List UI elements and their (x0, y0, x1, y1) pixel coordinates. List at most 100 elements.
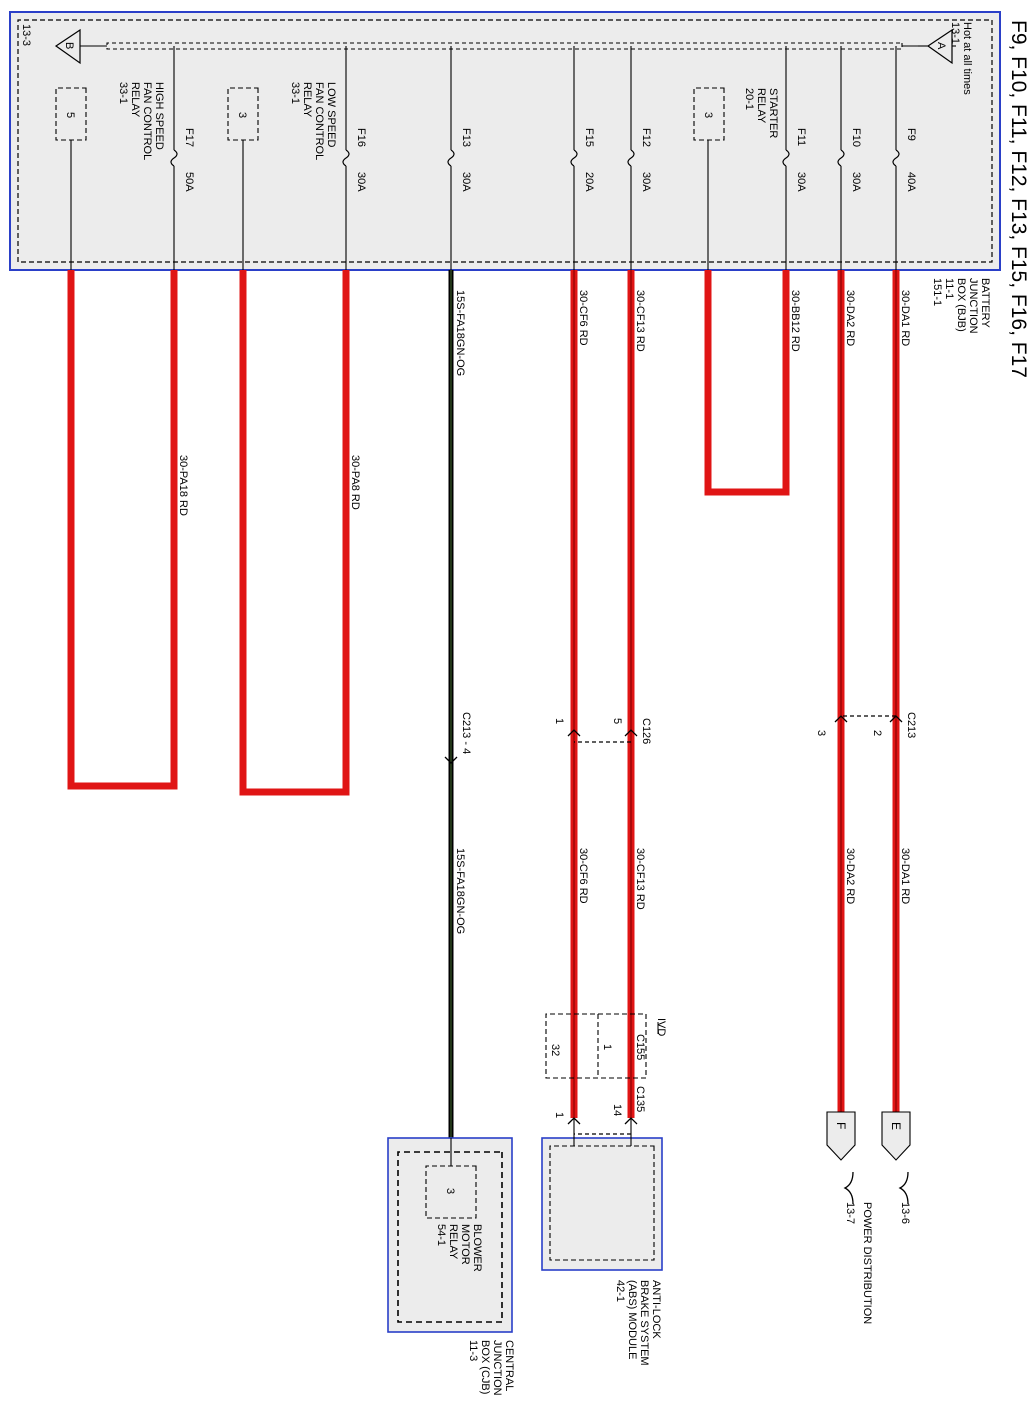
svg-text:CENTRAL: CENTRAL (503, 1340, 515, 1391)
diagram-title: F9, F10, F11, F12, F13, F15, F16, F17 (1007, 20, 1030, 378)
svg-text:RELAY: RELAY (129, 82, 141, 118)
svg-text:BATTERY: BATTERY (979, 278, 991, 328)
fuse-f13-icon (447, 149, 455, 167)
svg-text:20-1: 20-1 (743, 88, 755, 110)
fuse-f16-label: F16 (355, 128, 367, 147)
connector-c213-blower: C213 - 4 (444, 712, 472, 764)
wire-label-fa18-b: 15S-FA18GN-OG (454, 848, 466, 934)
svg-text:1: 1 (601, 1044, 613, 1050)
svg-text:42-1: 42-1 (614, 1280, 626, 1302)
fuse-f13-amp: 30A (460, 172, 472, 192)
wire-label-da2: 30-DA2 RD (844, 290, 856, 346)
svg-text:11-1: 11-1 (943, 278, 955, 299)
svg-text:JUNCTION: JUNCTION (491, 1340, 503, 1396)
fuse-symbols (170, 149, 900, 167)
svg-text:3: 3 (702, 112, 714, 118)
fuse-f10-amp: 30A (850, 172, 862, 192)
fuse-f13-label: F13 (460, 128, 472, 147)
svg-text:STARTER: STARTER (767, 88, 779, 138)
svg-text:RELAY: RELAY (301, 82, 313, 118)
fuse-f10-icon (837, 149, 845, 167)
svg-text:FAN CONTROL: FAN CONTROL (313, 82, 325, 160)
svg-text:2: 2 (871, 730, 883, 736)
fuse-f16-amp: 30A (355, 172, 367, 192)
svg-text:A: A (935, 42, 947, 50)
svg-text:HIGH SPEED: HIGH SPEED (153, 82, 165, 150)
connector-ivd-c155: IVD C155 1 32 (545, 1013, 667, 1079)
svg-text:33-1: 33-1 (117, 82, 129, 104)
wire-label-da1-b: 30-DA1 RD (899, 848, 911, 904)
svg-text:B: B (63, 42, 75, 49)
fuse-f15-amp: 20A (583, 172, 595, 192)
svg-text:5: 5 (611, 718, 623, 724)
svg-text:C126: C126 (640, 718, 652, 744)
svg-text:RELAY: RELAY (447, 1224, 459, 1260)
starter-relay: 3 STARTER RELAY 20-1 (693, 87, 779, 168)
svg-text:JUNCTION: JUNCTION (967, 278, 979, 334)
wire-label-pa18: 30-PA18 RD (177, 455, 189, 516)
svg-text:BOX (CJB): BOX (CJB) (479, 1340, 491, 1394)
svg-text:(ABS) MODULE: (ABS) MODULE (626, 1280, 638, 1359)
svg-text:IVD: IVD (655, 1018, 667, 1036)
abs-module: ANTI-LOCK BRAKE SYSTEM (ABS) MODULE 42-1 (541, 1118, 663, 1366)
red-wires (67, 270, 900, 1118)
power-distribution-label: POWER DISTRIBUTION (861, 1202, 873, 1324)
fuse-f12-amp: 30A (640, 172, 652, 192)
svg-text:14: 14 (611, 1104, 623, 1116)
fuse-f11-amp: 30A (795, 172, 807, 192)
low-speed-fan-relay: 3 LOW SPEED FAN CONTROL RELAY 33-1 (227, 82, 337, 168)
high-speed-fan-relay: 5 HIGH SPEED FAN CONTROL RELAY 33-1 (55, 82, 165, 168)
fuse-f17-amp: 50A (183, 172, 195, 192)
red-wire-cores (573, 270, 897, 1118)
svg-text:54-1: 54-1 (435, 1224, 447, 1246)
power-ref-13-7: 13-7 (844, 1202, 856, 1224)
svg-text:LOW SPEED: LOW SPEED (325, 82, 337, 147)
svg-text:3: 3 (815, 730, 827, 736)
power-ref-13-6: 13-6 (899, 1202, 911, 1224)
fuse-f12-label: F12 (640, 128, 652, 147)
hot-at-all-times-label: Hot at all times (961, 22, 973, 95)
fuse-f9-icon (892, 149, 900, 167)
svg-text:C213: C213 (905, 712, 917, 738)
svg-text:ANTI-LOCK: ANTI-LOCK (650, 1280, 662, 1339)
svg-text:1: 1 (553, 1112, 565, 1118)
bjb-internal-bus (70, 42, 956, 270)
central-junction-box: CENTRAL JUNCTION BOX (CJB) 11-3 (387, 1137, 515, 1396)
svg-text:3: 3 (444, 1188, 456, 1194)
wire-label-da2-b: 30-DA2 RD (844, 848, 856, 904)
fuse-f17-icon (170, 149, 178, 167)
svg-text:BLOWER: BLOWER (471, 1224, 483, 1272)
wire-label-pa8: 30-PA8 RD (349, 455, 361, 510)
svg-text:C155: C155 (634, 1034, 646, 1060)
connector-c126: C126 5 1 (553, 718, 652, 744)
wire-label-bb12: 30-BB12 RD (789, 290, 801, 352)
svg-text:33-1: 33-1 (289, 82, 301, 104)
svg-text:E: E (889, 1122, 903, 1130)
bjb-label: BATTERY JUNCTION BOX (BJB) 11-1 151-1 (931, 278, 991, 334)
power-distribution-f-arrow: F (826, 1111, 856, 1161)
fuse-f9-amp: 40A (905, 172, 917, 192)
svg-text:C213 - 4: C213 - 4 (460, 712, 472, 754)
ref-13-3: 13-3 (20, 24, 32, 46)
fuse-f12-icon (627, 149, 635, 167)
connector-c213-power: C213 2 3 (815, 712, 917, 738)
svg-text:C135: C135 (634, 1086, 646, 1112)
power-distribution-e-arrow: E (881, 1111, 911, 1161)
wire-label-cf13: 30-CF13 RD (634, 290, 646, 352)
svg-text:5: 5 (64, 112, 76, 118)
svg-text:F: F (834, 1122, 848, 1129)
svg-text:BRAKE SYSTEM: BRAKE SYSTEM (638, 1280, 650, 1366)
svg-text:1: 1 (553, 718, 565, 724)
fuse-f15-icon (570, 149, 578, 167)
wire-label-fa18: 15S-FA18GN-OG (454, 290, 466, 376)
wire-30-pa18 (67, 270, 178, 790)
svg-text:RELAY: RELAY (755, 88, 767, 124)
svg-text:FAN CONTROL: FAN CONTROL (141, 82, 153, 160)
fuse-f16-icon (342, 149, 350, 167)
svg-text:BOX (BJB): BOX (BJB) (955, 278, 967, 332)
fuse-f9-label: F9 (905, 128, 917, 141)
power-distribution-braces (843, 1171, 909, 1205)
bjb-inner-dashed (17, 19, 993, 263)
fuse-f11-icon (782, 149, 790, 167)
fuse-f11-label: F11 (795, 128, 807, 146)
